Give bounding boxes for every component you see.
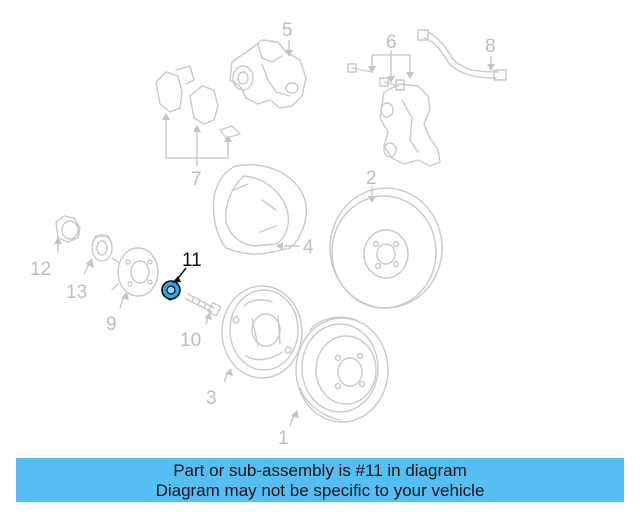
bearing-part <box>91 234 113 262</box>
bolt-part <box>185 293 222 317</box>
callout-13: 13 <box>66 282 87 303</box>
dust-cap-part <box>55 215 81 243</box>
callout-5: 5 <box>282 20 293 41</box>
callout-4: 4 <box>303 237 314 258</box>
hub-nut-part <box>161 280 181 301</box>
callout-7: 7 <box>191 169 202 190</box>
wheel-hub-part <box>111 247 159 297</box>
info-banner: Part or sub-assembly is #11 in diagram D… <box>16 458 624 502</box>
callout-11: 11 <box>182 250 202 271</box>
callout-10: 10 <box>180 330 201 351</box>
brake-rotor-part <box>329 187 443 309</box>
parts-diagram: 5 6 8 7 4 <box>30 20 507 449</box>
callout-12: 12 <box>30 259 51 280</box>
brake-drum-part <box>295 316 389 423</box>
banner-line-disclaimer: Diagram may not be specific to your vehi… <box>155 481 485 500</box>
callout-1: 1 <box>278 428 289 449</box>
brake-hose-part <box>417 29 507 81</box>
caliper-part <box>229 39 307 109</box>
splash-shield-part <box>212 164 307 255</box>
callout-3: 3 <box>206 388 217 409</box>
brake-pads-part <box>155 65 241 139</box>
callout-2: 2 <box>366 168 377 189</box>
backing-plate-part <box>221 285 303 379</box>
callout-6: 6 <box>386 32 397 53</box>
callout-8: 8 <box>485 36 496 57</box>
caliper-bracket-part <box>347 63 441 167</box>
banner-line-part: Part or sub-assembly is #11 in diagram <box>173 461 467 480</box>
callout-9: 9 <box>106 314 117 335</box>
